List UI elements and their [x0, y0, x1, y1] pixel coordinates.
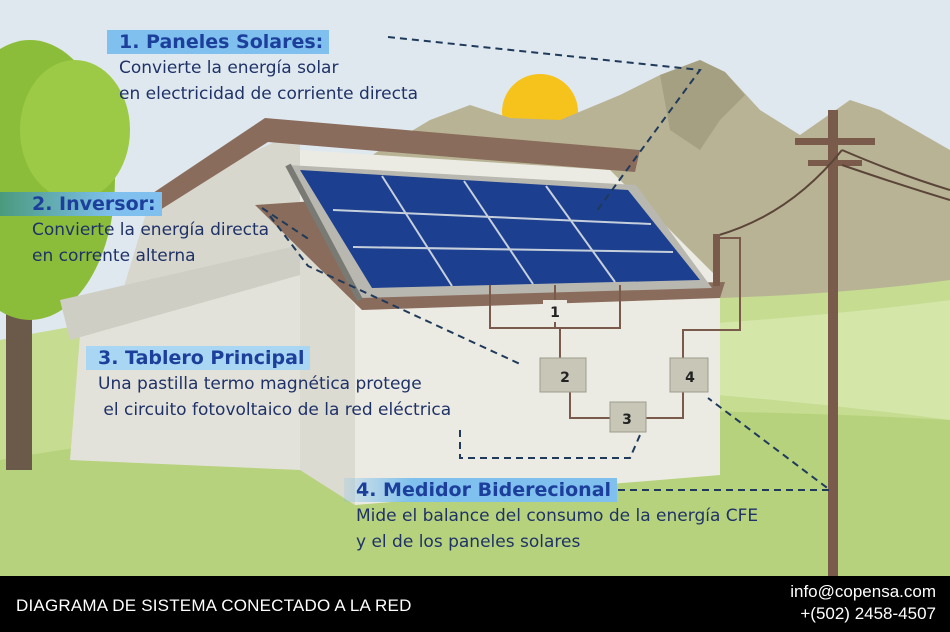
tree — [0, 40, 130, 470]
callout-title: 3. Tablero Principal — [86, 346, 311, 370]
inverter-box: 2 — [539, 357, 587, 393]
solar-system-illustration: 2 3 4 1 — [0, 0, 950, 576]
contact-info: info@copensa.com +(502) 2458-4507 — [790, 581, 936, 625]
breaker-box: 3 — [609, 401, 647, 433]
svg-text:4: 4 — [685, 370, 695, 386]
wiring — [489, 237, 741, 419]
leader-lines — [261, 36, 833, 491]
callout-line: en electricidad de corriente directa — [119, 84, 419, 104]
footer-title: DIAGRAMA DE SISTEMA CONECTADO A LA RED — [16, 596, 412, 615]
meter-box: 4 — [669, 357, 709, 393]
callout-main-panel: 3. Tablero Principal Una pastilla termo … — [86, 346, 451, 422]
callout-line: el circuito fotovoltaico de la red eléct… — [98, 400, 452, 420]
callout-title: 4. Medidor Biderecional — [344, 478, 618, 502]
callout-line: y el de los paneles solares — [356, 532, 581, 552]
callout-line: Convierte la energía solar — [119, 58, 339, 78]
panel-label: 1 — [543, 300, 567, 322]
roof — [150, 118, 640, 210]
callout-solar-panels: 1. Paneles Solares: Convierte la energía… — [107, 30, 418, 106]
contact-phone[interactable]: +(502) 2458-4507 — [800, 604, 936, 623]
callout-line: Mide el balance del consumo de la energí… — [356, 506, 759, 526]
svg-text:2: 2 — [560, 370, 570, 386]
svg-text:1: 1 — [550, 305, 560, 321]
callout-inverter: 2. Inversor: Convierte la energía direct… — [0, 192, 269, 268]
svg-text:3: 3 — [622, 412, 632, 428]
footer-bar: DIAGRAMA DE SISTEMA CONECTADO A LA RED i… — [0, 576, 950, 632]
callout-line: Convierte la energía directa — [32, 220, 270, 240]
callout-bidirectional-meter: 4. Medidor Biderecional Mide el balance … — [344, 478, 758, 554]
callout-title: 2. Inversor: — [0, 192, 162, 216]
utility-pole — [713, 110, 950, 576]
contact-email[interactable]: info@copensa.com — [790, 582, 936, 601]
callout-line: Una pastilla termo magnética protege — [98, 374, 422, 394]
callout-title: 1. Paneles Solares: — [107, 30, 330, 54]
callout-line: en corrente alterna — [32, 246, 196, 266]
